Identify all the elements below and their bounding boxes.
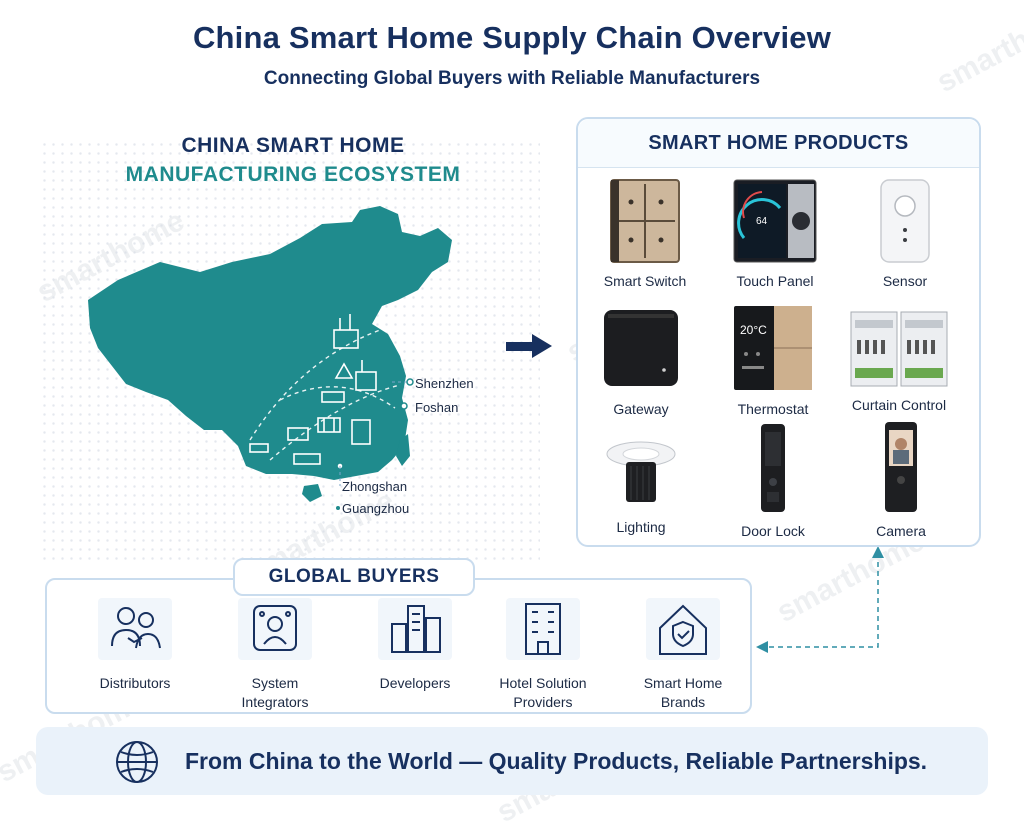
- product-touch-panel[interactable]: 64 Touch Panel: [710, 178, 840, 289]
- buyer-distributors[interactable]: Distributors: [70, 598, 200, 693]
- product-smart-switch[interactable]: Smart Switch: [580, 178, 710, 289]
- integrator-icon: [238, 598, 312, 660]
- city-label-zhongshan: Zhongshan: [342, 479, 408, 494]
- shield-house-icon: [646, 598, 720, 660]
- products-title: SMART HOME PRODUCTS: [578, 119, 979, 168]
- buyer-hotel-solution-providers[interactable]: Hotel Solution Providers: [478, 598, 608, 712]
- buyers-title: GLOBAL BUYERS: [233, 558, 475, 596]
- arrow-up-icon: [872, 546, 884, 558]
- buyer-label: Developers: [379, 675, 451, 691]
- product-label: Lighting: [616, 519, 666, 535]
- handshake-people-icon: [98, 598, 172, 660]
- footer-banner: [36, 727, 988, 795]
- product-label: Sensor: [882, 273, 928, 289]
- product-sensor[interactable]: Sensor: [840, 178, 970, 289]
- product-curtain-control[interactable]: Curtain Control: [834, 310, 964, 413]
- touch-panel-icon: 64: [733, 179, 817, 263]
- product-gateway[interactable]: Gateway: [576, 304, 706, 417]
- buyer-system-integrators[interactable]: System Integrators: [210, 598, 340, 712]
- product-label: Camera: [876, 523, 926, 539]
- product-camera[interactable]: Camera: [836, 420, 966, 539]
- globe-icon: [116, 741, 158, 783]
- arrow-left-icon: [756, 641, 768, 653]
- page-subtitle: Connecting Global Buyers with Reliable M…: [263, 68, 761, 89]
- touch-panel-readout: 64: [756, 216, 768, 227]
- ecosystem-subheading: MANUFACTURING ECOSYSTEM: [125, 163, 461, 186]
- product-door-lock[interactable]: Door Lock: [708, 422, 838, 539]
- product-label: Door Lock: [741, 523, 805, 539]
- curtain-control-icon: [850, 311, 948, 387]
- product-thermostat[interactable]: 20°C Thermostat: [708, 304, 838, 417]
- hotel-icon: [506, 598, 580, 660]
- city-label-shenzhen: Shenzhen: [415, 376, 474, 391]
- city-markers: [336, 378, 414, 510]
- camera-icon: [885, 422, 917, 512]
- city-label-guangzhou: Guangzhou: [342, 501, 410, 516]
- page-title: China Smart Home Supply Chain Overview: [192, 20, 832, 55]
- product-label: Thermostat: [737, 401, 809, 417]
- taiwan-shape: [396, 434, 410, 466]
- downlight-icon: [606, 441, 676, 502]
- gateway-icon: [604, 310, 678, 386]
- buildings-icon: [378, 598, 452, 660]
- factory-icons: [249, 314, 377, 465]
- door-lock-icon: [761, 424, 785, 512]
- product-label: Gateway: [613, 401, 669, 417]
- china-map-shape: [88, 206, 452, 480]
- buyer-developers[interactable]: Developers: [350, 598, 480, 693]
- thermostat-icon: 20°C: [734, 306, 812, 390]
- footer-tagline: From China to the World — Quality Produc…: [185, 748, 928, 774]
- product-label: Touch Panel: [736, 273, 814, 289]
- buyer-smart-home-brands[interactable]: Smart Home Brands: [618, 598, 748, 712]
- dashed-connector: [760, 555, 879, 648]
- thermostat-readout: 20°C: [740, 323, 767, 337]
- sensor-icon: [880, 179, 930, 263]
- buyer-label: Hotel Solution Providers: [499, 675, 587, 710]
- hainan-shape: [302, 484, 322, 502]
- smart-switch-icon: [610, 179, 680, 263]
- buyer-label: Smart Home Brands: [643, 675, 723, 710]
- product-label: Curtain Control: [851, 397, 947, 413]
- ecosystem-heading: CHINA SMART HOME: [181, 134, 405, 157]
- buyer-label: Distributors: [99, 675, 171, 691]
- buyer-label: System Integrators: [241, 675, 309, 710]
- arrow-right-icon: [506, 334, 552, 358]
- product-lighting[interactable]: Lighting: [576, 432, 706, 535]
- city-label-foshan: Foshan: [415, 400, 459, 415]
- product-label: Smart Switch: [603, 273, 687, 289]
